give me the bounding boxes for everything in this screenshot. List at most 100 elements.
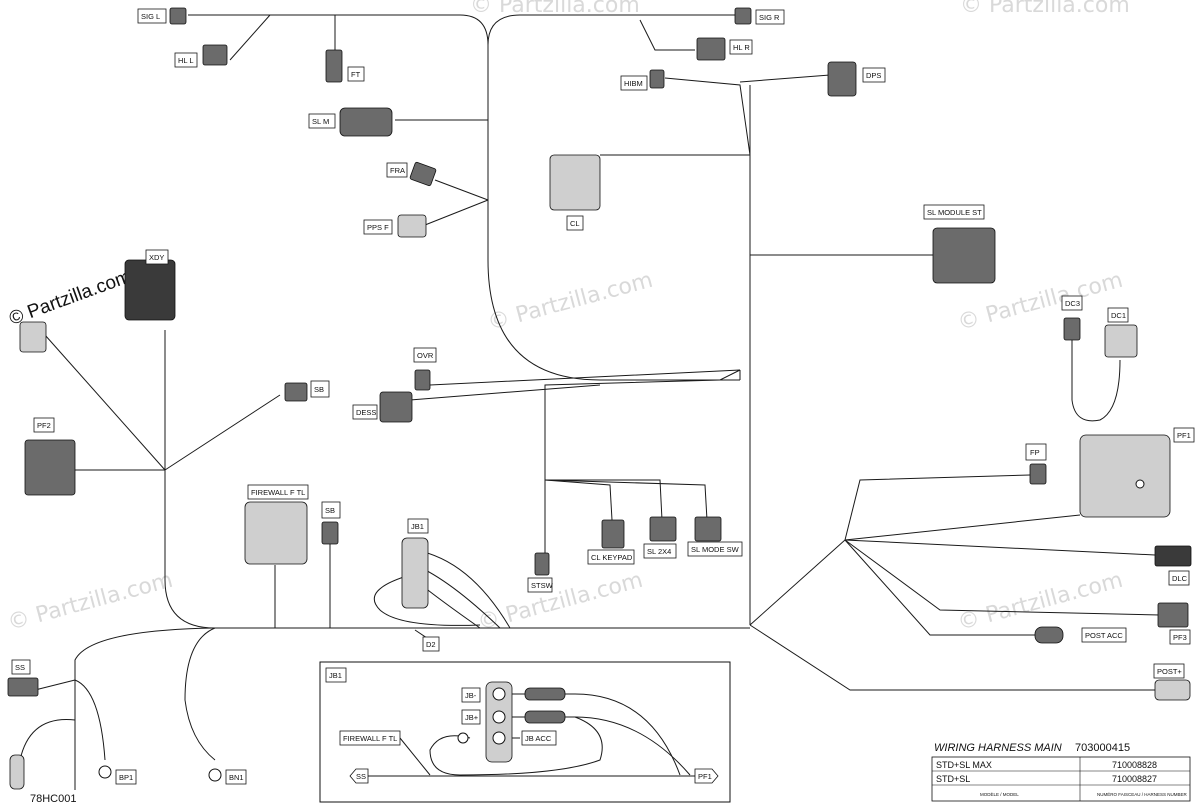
svg-text:JB ACC: JB ACC xyxy=(525,734,552,743)
label-bp1: BP1 xyxy=(115,769,137,785)
sig-l-connector xyxy=(169,7,187,25)
svg-text:JB1: JB1 xyxy=(329,671,342,680)
firewall-f-tl-connector xyxy=(244,501,308,565)
title-block: WIRING HARNESS MAIN 703000415 STD+SL MAX… xyxy=(931,742,1191,802)
label-sl-m: SL M xyxy=(308,113,336,129)
svg-text:SL MODE SW: SL MODE SW xyxy=(691,545,740,554)
label-pf2: PF2 xyxy=(33,417,55,433)
label-cl: CL xyxy=(566,215,584,231)
hibm-connector xyxy=(649,69,665,89)
pps-f-connector xyxy=(397,214,427,238)
post-acc-terminal xyxy=(1034,626,1064,644)
label-ovr: OVR xyxy=(413,347,437,363)
svg-text:DC3: DC3 xyxy=(1065,299,1080,308)
bn1-ring xyxy=(208,768,222,782)
svg-text:POST+: POST+ xyxy=(1157,667,1182,676)
label-firewall-f-tl: FIREWALL F TL xyxy=(247,484,309,500)
fp-connector xyxy=(1029,463,1047,485)
dc1-connector xyxy=(1104,324,1138,358)
svg-text:OVR: OVR xyxy=(417,351,434,360)
label-hibm: HIBM xyxy=(620,75,648,91)
label-dps: DPS xyxy=(862,67,886,83)
svg-text:PF2: PF2 xyxy=(37,421,51,430)
svg-text:© Partzilla.com: © Partzilla.com xyxy=(960,0,1130,18)
pf3-connector xyxy=(1157,602,1189,628)
pf1-box xyxy=(1079,434,1171,518)
label-sb-1: SB xyxy=(310,380,330,398)
svg-text:BN1: BN1 xyxy=(229,773,244,782)
svg-text:JB-: JB- xyxy=(465,691,477,700)
dess-connector xyxy=(379,391,413,423)
svg-text:PF1: PF1 xyxy=(698,772,712,781)
label-post-acc: POST ACC xyxy=(1081,627,1127,643)
dlc-connector xyxy=(1154,545,1192,567)
left-top-connector xyxy=(19,321,47,353)
svg-text:SIG R: SIG R xyxy=(759,13,780,22)
svg-text:SB: SB xyxy=(325,506,335,515)
svg-text:POST ACC: POST ACC xyxy=(1085,631,1123,640)
harness-title: WIRING HARNESS MAIN xyxy=(934,742,1062,754)
label-d2: D2 xyxy=(422,636,440,652)
svg-text:DESS: DESS xyxy=(356,408,376,417)
ovr-connector xyxy=(414,369,431,391)
svg-text:SB: SB xyxy=(314,385,324,394)
sb2-connector xyxy=(321,521,339,545)
label-bn1: BN1 xyxy=(225,769,247,785)
label-sl-mode-sw: SL MODE SW xyxy=(687,541,743,557)
svg-text:FT: FT xyxy=(351,70,361,79)
svg-text:SL M: SL M xyxy=(312,117,329,126)
stsw-connector xyxy=(534,552,550,576)
label-cl-keypad: CL KEYPAD xyxy=(587,549,635,565)
label-jb1: JB1 xyxy=(407,518,429,534)
label-xdy: XDY xyxy=(145,249,169,265)
label-dc3: DC3 xyxy=(1061,295,1083,311)
sl-module-st-connector xyxy=(932,227,996,284)
svg-text:JB1: JB1 xyxy=(411,522,424,531)
label-fra: FRA xyxy=(386,162,408,178)
cl-keypad-connector xyxy=(601,519,625,549)
hl-l-connector xyxy=(202,44,228,66)
fra-connector xyxy=(409,161,437,187)
svg-text:HL L: HL L xyxy=(178,56,194,65)
labels: SIG L HL L FT SL M FRA PPS F SIG R HL R … xyxy=(11,8,1195,785)
svg-text:PF3: PF3 xyxy=(1173,633,1187,642)
label-dc1: DC1 xyxy=(1107,307,1129,323)
label-ss: SS xyxy=(11,659,31,675)
label-hl-r: HL R xyxy=(729,39,753,55)
sig-r-connector xyxy=(734,7,752,25)
hl-r-connector xyxy=(696,37,726,61)
model-column-header: MODÈLE / MODEL xyxy=(980,791,1019,797)
harness-row-2: 710008827 xyxy=(1112,774,1157,784)
svg-text:XDY: XDY xyxy=(149,253,164,262)
model-row-2: STD+SL xyxy=(936,774,970,784)
ss-connector xyxy=(7,677,39,697)
svg-text:FRA: FRA xyxy=(390,166,405,175)
bp1-ring xyxy=(98,765,112,779)
svg-text:© Partzilla.com: © Partzilla.com xyxy=(470,0,640,18)
svg-text:PPS F: PPS F xyxy=(367,223,389,232)
svg-text:SL 2X4: SL 2X4 xyxy=(647,547,671,556)
connectors xyxy=(7,7,1192,790)
svg-text:CL: CL xyxy=(570,219,580,228)
ft-connector xyxy=(325,49,343,83)
label-ft: FT xyxy=(347,66,365,82)
sl-mode-sw-connector xyxy=(694,516,722,542)
label-sig-l: SIG L xyxy=(137,8,167,24)
label-dlc: DLC xyxy=(1168,570,1190,586)
svg-text:STSW: STSW xyxy=(531,581,554,590)
label-fp: FP xyxy=(1025,443,1047,461)
svg-text:HL R: HL R xyxy=(733,43,750,52)
sl-m-connector xyxy=(339,107,393,137)
label-sl-2x4: SL 2X4 xyxy=(643,543,677,559)
pf2-connector xyxy=(24,439,76,496)
jb1-inset: JB1 xyxy=(319,661,731,803)
svg-text:SS: SS xyxy=(356,772,366,781)
label-pps-f: PPS F xyxy=(363,219,393,235)
harness-row-1: 710008828 xyxy=(1112,760,1157,770)
cl-connector xyxy=(549,154,601,211)
wires xyxy=(19,14,1161,790)
label-inset-ss: SS xyxy=(349,768,369,784)
post-plus-terminal xyxy=(1154,679,1191,701)
label-stsw: STSW xyxy=(527,577,554,593)
